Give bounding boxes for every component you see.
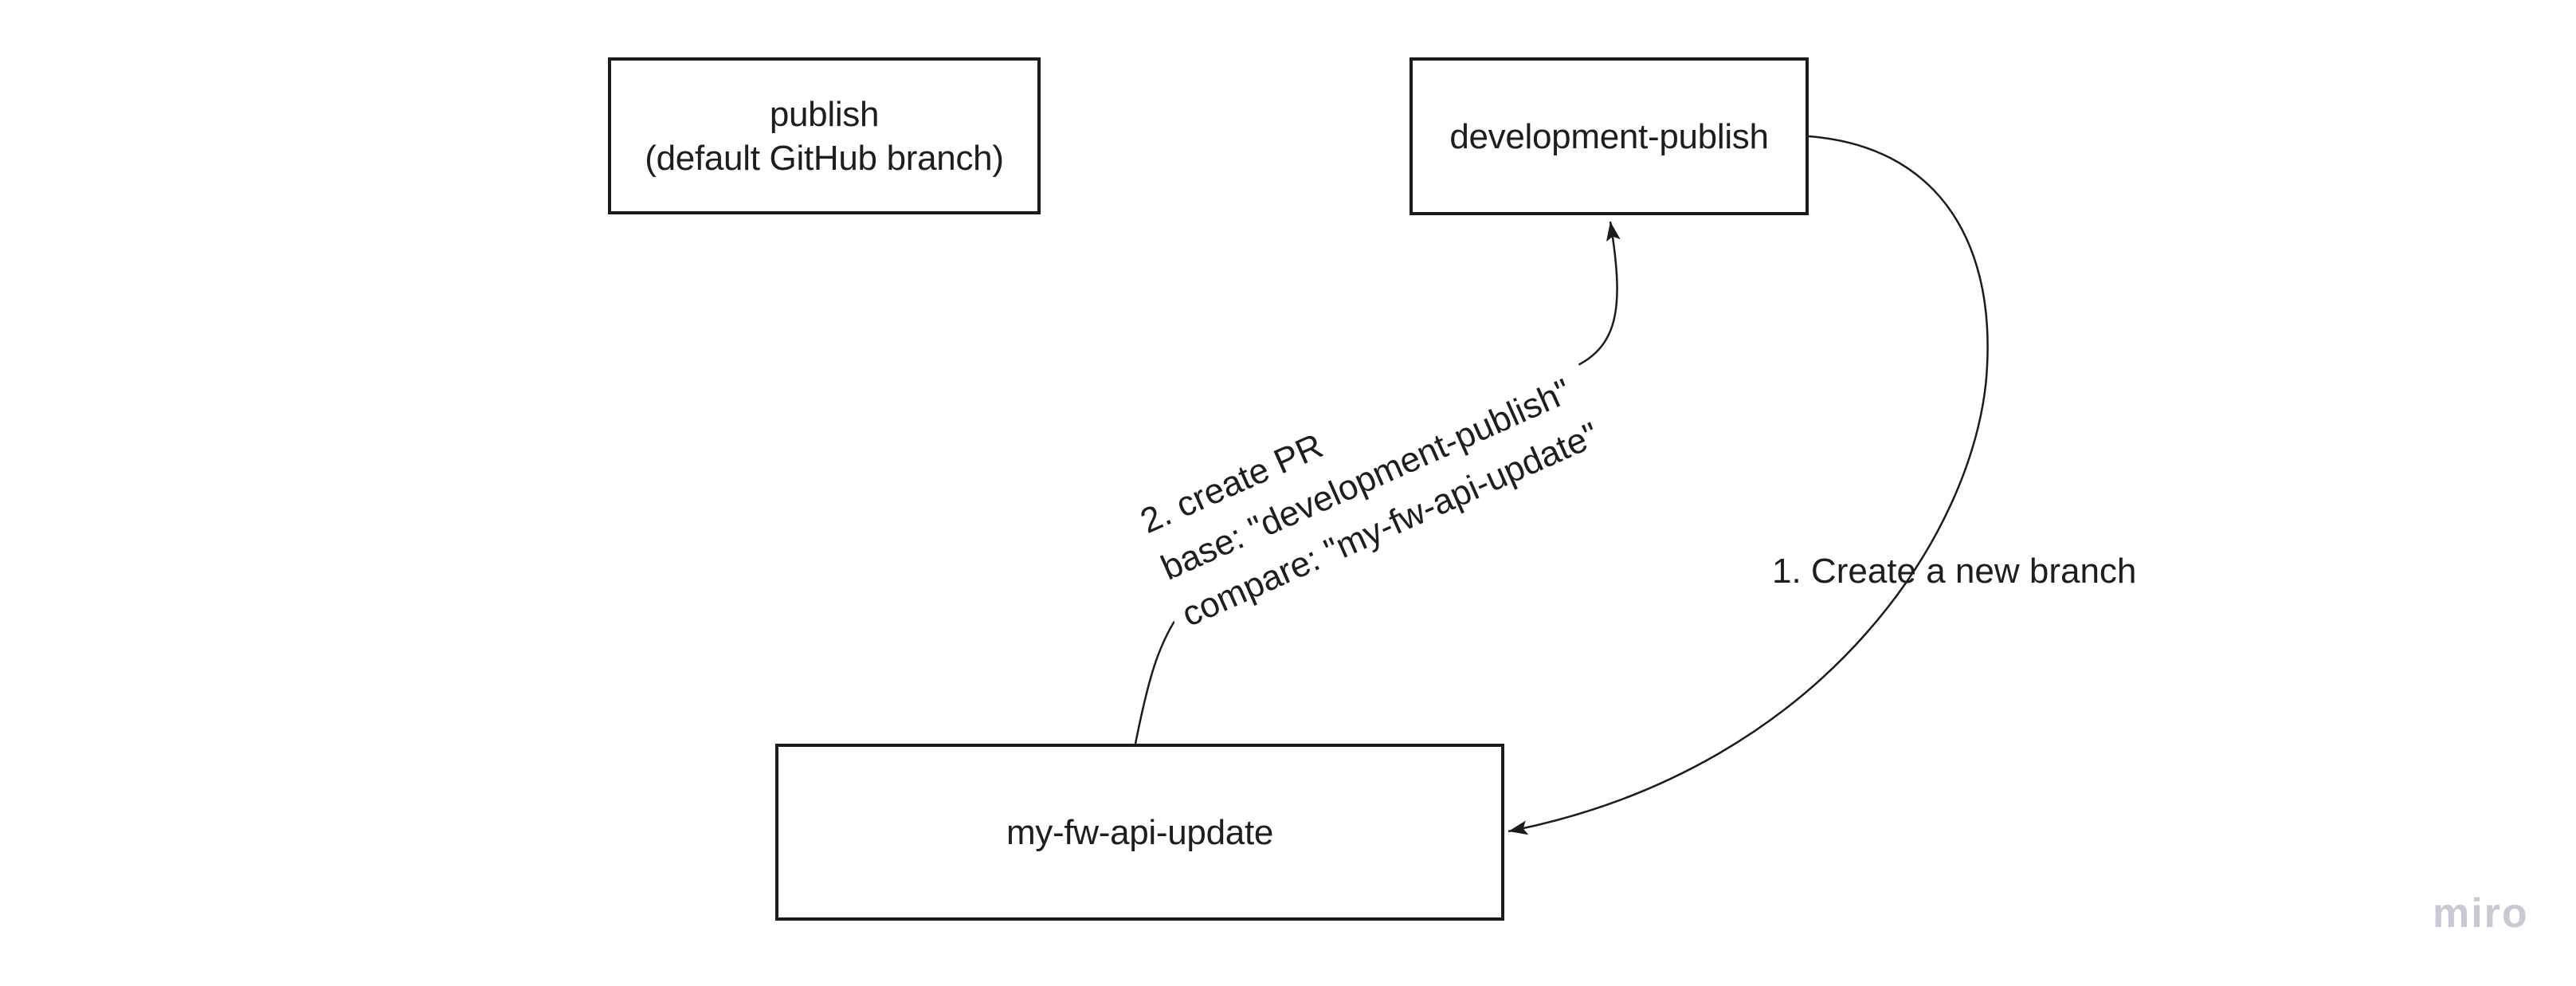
shape-publish-default-branch[interactable]: publish (default GitHub branch) [608, 57, 1041, 214]
miro-watermark: miro [2433, 890, 2529, 937]
connector-label-create-branch[interactable]: 1. Create a new branch [1772, 552, 2137, 591]
shape-my-fw-api-update[interactable]: my-fw-api-update [775, 744, 1504, 921]
connector-label-create-pr[interactable]: 2. create PR base: "development-publish"… [1120, 308, 1621, 653]
connector-create-branch-line[interactable] [1508, 135, 1989, 835]
shape-development-publish-label: development-publish [1449, 116, 1769, 156]
shape-publish-label-line2: (default GitHub branch) [645, 138, 1004, 178]
shape-my-fw-api-update-label: my-fw-api-update [1006, 812, 1274, 852]
shape-development-publish[interactable]: development-publish [1410, 57, 1809, 215]
shape-publish-label-line1: publish [769, 94, 880, 134]
